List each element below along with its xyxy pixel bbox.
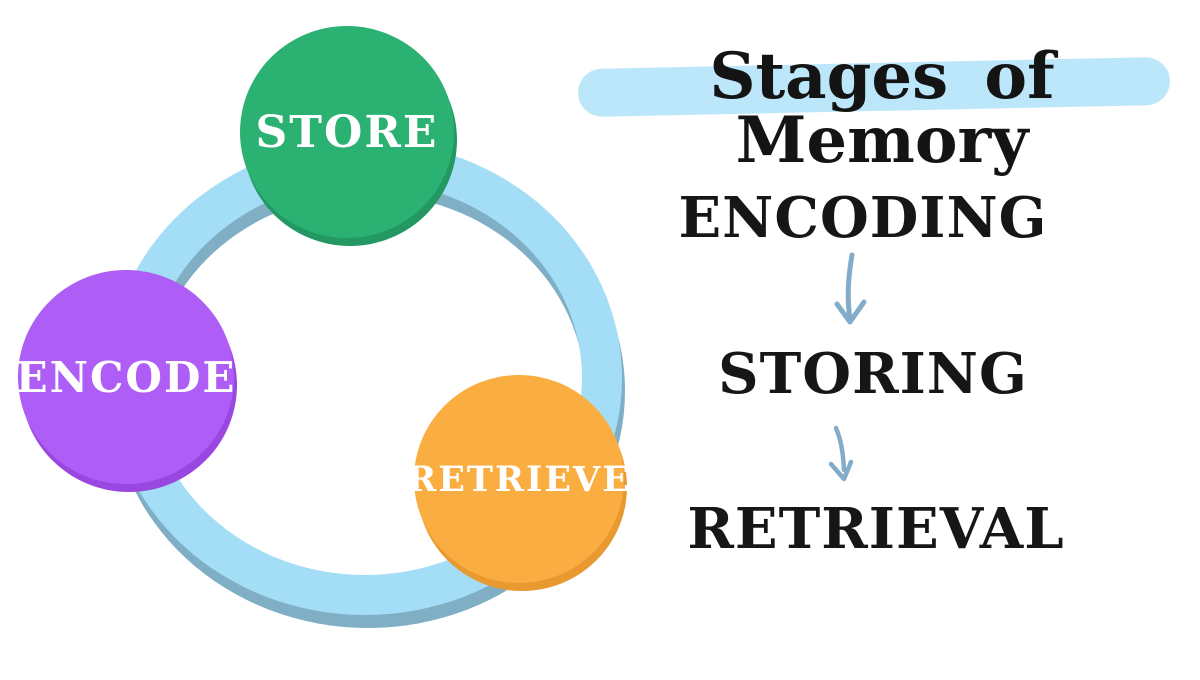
store-node-label: STORE: [255, 106, 439, 158]
stage-label-storing: STORING: [718, 341, 1028, 407]
down-arrow-icon: [834, 252, 867, 325]
page-title: Stages of Memory: [709, 39, 1055, 178]
stage-label-encoding: ENCODING: [678, 185, 1048, 251]
encode-node-label: ENCODE: [15, 352, 237, 402]
store-node: STORE: [240, 26, 454, 238]
retrieve-node: RETRIEVE: [407, 375, 629, 583]
down-arrow-icon: [828, 425, 854, 482]
encode-node: ENCODE: [15, 270, 237, 484]
stage-label-retrieval: RETRIEVAL: [687, 496, 1065, 562]
retrieve-node-label: RETRIEVE: [407, 458, 631, 500]
